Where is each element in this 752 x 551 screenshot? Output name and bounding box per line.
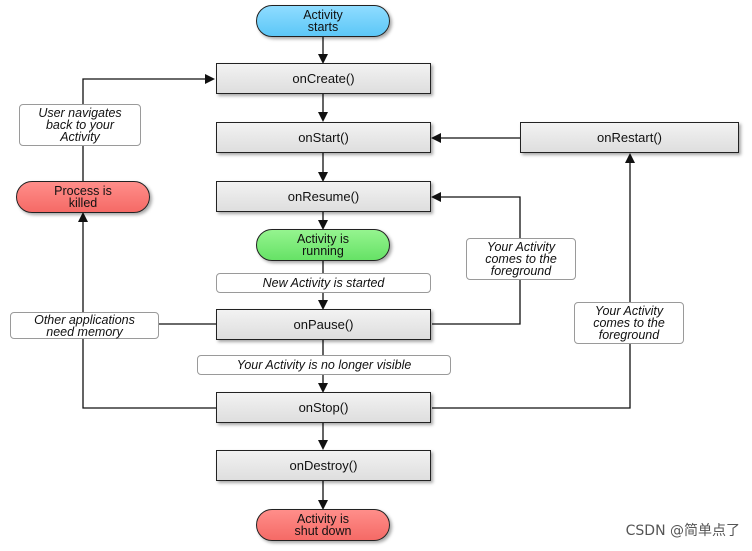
note-comes-to-foreground-stop: Your Activity comes to the foreground bbox=[574, 302, 684, 344]
onstop-box: onStop() bbox=[216, 392, 431, 423]
onresume-box: onResume() bbox=[216, 181, 431, 212]
onrestart-box: onRestart() bbox=[520, 122, 739, 153]
arrow-onstop-to-process-killed bbox=[78, 212, 216, 409]
watermark-text: CSDN @简单点了 bbox=[625, 523, 740, 539]
note-other-apps-need-memory: Other applications need memory bbox=[10, 312, 159, 339]
process-killed-node: Process is killed bbox=[16, 181, 150, 213]
note-user-navigates-back: User navigates back to your Activity bbox=[19, 104, 141, 146]
arrow-process-killed-to-oncreate bbox=[82, 74, 215, 182]
activity-starts-node: Activity starts bbox=[256, 5, 390, 37]
note-no-longer-visible: Your Activity is no longer visible bbox=[197, 355, 451, 375]
activity-shut-down-node: Activity is shut down bbox=[256, 509, 390, 541]
oncreate-box: onCreate() bbox=[216, 63, 431, 94]
note-comes-to-foreground-pause: Your Activity comes to the foreground bbox=[466, 238, 576, 280]
activity-running-node: Activity is running bbox=[256, 229, 390, 261]
onstart-box: onStart() bbox=[216, 122, 431, 153]
note-new-activity-started: New Activity is started bbox=[216, 273, 431, 293]
onpause-box: onPause() bbox=[216, 309, 431, 340]
ondestroy-box: onDestroy() bbox=[216, 450, 431, 481]
arrow-onstop-to-onrestart bbox=[432, 153, 635, 409]
